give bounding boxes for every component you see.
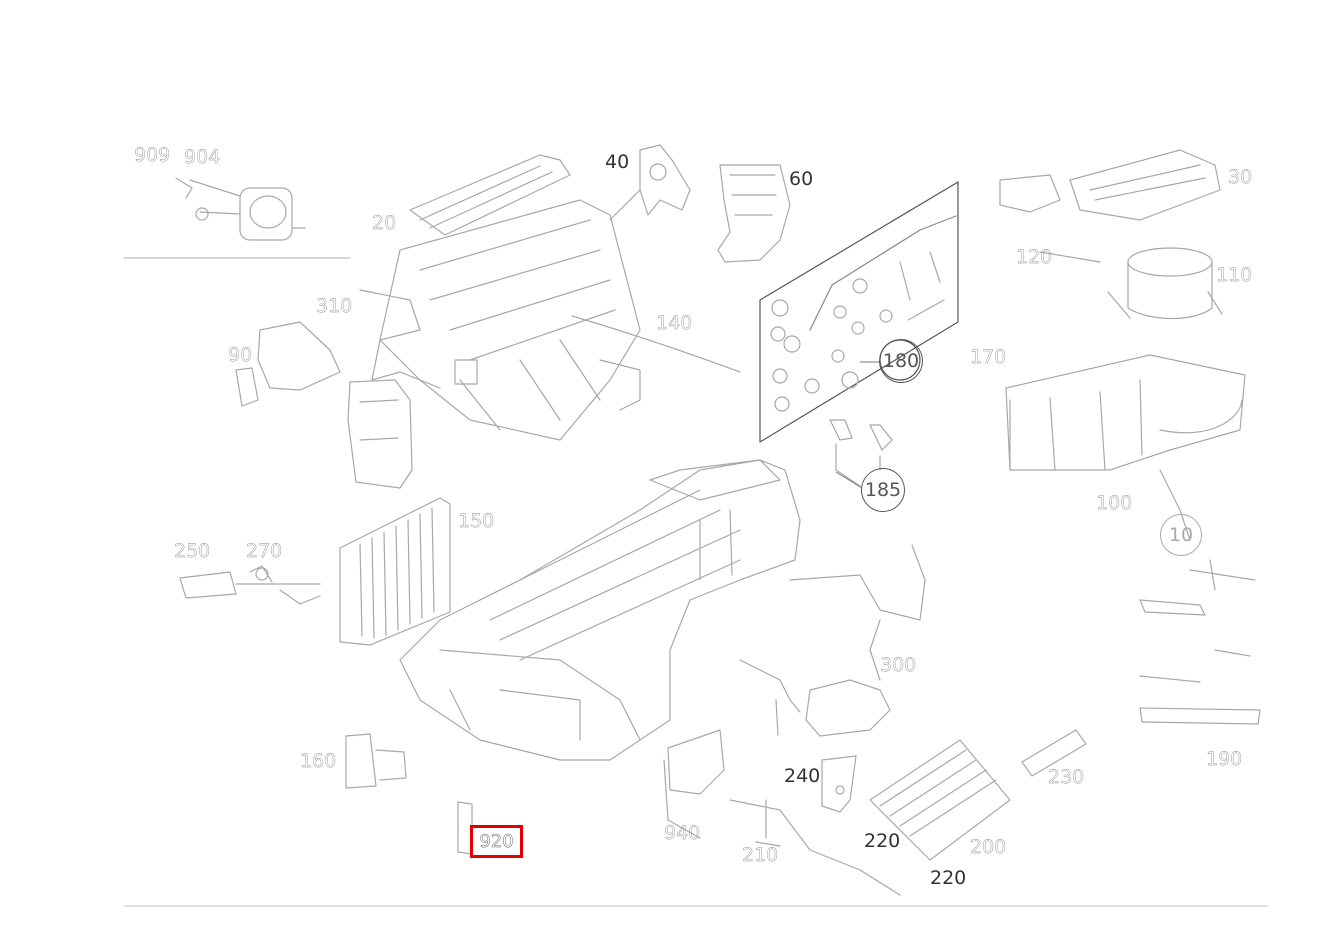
label-120[interactable]: 120: [1016, 246, 1053, 268]
highlighted-part-920-text: 920: [479, 831, 514, 853]
label-20[interactable]: 20: [372, 212, 397, 234]
part-110-drawing: [1039, 247, 1223, 320]
label-240[interactable]: 240: [784, 765, 821, 787]
part-170-housing-drawing: [1005, 354, 1246, 471]
label-90[interactable]: 90: [228, 344, 253, 366]
callout-180-text: 180: [882, 350, 920, 372]
label-140[interactable]: 140: [656, 312, 693, 334]
label-210[interactable]: 210: [742, 844, 779, 866]
callout-10[interactable]: 10: [1160, 514, 1202, 556]
part-90-bracket-drawing: [235, 321, 413, 489]
label-909[interactable]: 909: [134, 144, 171, 166]
label-220-lower[interactable]: 220: [930, 867, 967, 889]
label-60[interactable]: 60: [789, 168, 814, 190]
callout-10-text: 10: [1168, 524, 1194, 546]
upper-engine-block-drawing: [359, 154, 741, 441]
label-940[interactable]: 940: [664, 822, 701, 844]
label-250[interactable]: 250: [174, 540, 211, 562]
label-150[interactable]: 150: [458, 510, 495, 532]
label-220-upper[interactable]: 220: [864, 830, 901, 852]
callout-180[interactable]: 180: [879, 339, 923, 383]
part-60-drawing: [717, 164, 791, 263]
parts-kit-panel-drawing: [759, 181, 959, 487]
part-160-drawing: [345, 733, 407, 789]
part-30-cover-drawing: [999, 149, 1221, 221]
part-40-drawing: [609, 144, 691, 221]
label-190[interactable]: 190: [1206, 748, 1243, 770]
part-10-area-drawing: [1139, 469, 1261, 725]
lower-engine-block-drawing: [399, 459, 926, 761]
label-100[interactable]: 100: [1096, 492, 1133, 514]
label-230[interactable]: 230: [1048, 766, 1085, 788]
lower-components-drawing: [457, 729, 1087, 896]
label-200[interactable]: 200: [970, 836, 1007, 858]
label-904[interactable]: 904: [184, 146, 221, 168]
part-250-270-drawing: [179, 565, 321, 605]
label-160[interactable]: 160: [300, 750, 337, 772]
callout-185[interactable]: 185: [861, 468, 905, 512]
label-170[interactable]: 170: [970, 346, 1007, 368]
part-150-radiator-drawing: [339, 497, 451, 646]
inset-pump-drawing: [175, 177, 306, 241]
highlighted-part-920[interactable]: 920: [470, 825, 523, 858]
label-300[interactable]: 300: [880, 654, 917, 676]
label-30[interactable]: 30: [1228, 166, 1253, 188]
label-40[interactable]: 40: [605, 151, 630, 173]
label-310[interactable]: 310: [316, 295, 353, 317]
label-270[interactable]: 270: [246, 540, 283, 562]
label-110[interactable]: 110: [1216, 264, 1253, 286]
callout-185-text: 185: [864, 479, 902, 501]
